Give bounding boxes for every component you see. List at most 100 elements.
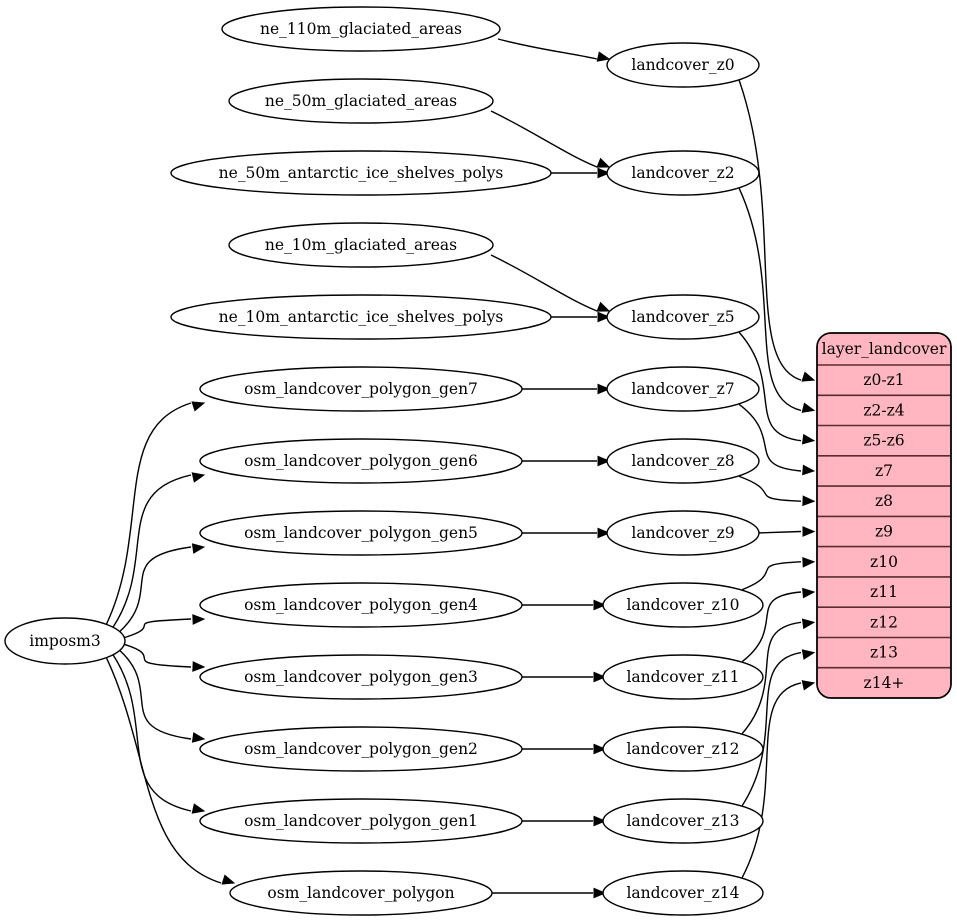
node-label-ne_50m_antarctic_ice_shelves_polys: ne_50m_antarctic_ice_shelves_polys bbox=[219, 164, 504, 182]
node-osm_landcover_polygon_gen5[interactable]: osm_landcover_polygon_gen5 bbox=[199, 510, 523, 556]
node-label-ne_110m_glaciated_areas: ne_110m_glaciated_areas bbox=[260, 20, 462, 38]
edge-landcover_z11-to-record bbox=[741, 591, 802, 663]
edge-ne_10m_glaciated_areas-to-landcover_z5 bbox=[490, 254, 598, 312]
node-shape-osm_landcover_polygon_gen1 bbox=[199, 798, 523, 844]
arrowhead-osm_landcover_polygon_gen6-to-landcover_z8 bbox=[597, 455, 611, 467]
node-ne_10m_antarctic_ice_shelves_polys[interactable]: ne_10m_antarctic_ice_shelves_polys bbox=[170, 294, 552, 340]
node-landcover_z11[interactable]: landcover_z11 bbox=[602, 654, 764, 700]
record-row-label-z11: z11 bbox=[870, 583, 898, 601]
node-landcover_z0[interactable]: landcover_z0 bbox=[606, 42, 760, 88]
node-label-osm_landcover_polygon_gen7: osm_landcover_polygon_gen7 bbox=[244, 380, 478, 398]
node-landcover_z10[interactable]: landcover_z10 bbox=[602, 582, 764, 628]
arrowhead-imposm3-to-osm_landcover_polygon_gen1 bbox=[191, 803, 206, 814]
node-label-osm_landcover_polygon_gen2: osm_landcover_polygon_gen2 bbox=[244, 740, 478, 758]
record-row-label-z14: z14+ bbox=[864, 674, 905, 692]
node-shape-osm_landcover_polygon_gen5 bbox=[199, 510, 523, 556]
arrowhead-imposm3-to-osm_landcover_polygon_gen7 bbox=[191, 401, 206, 412]
node-shape-landcover_z12 bbox=[602, 726, 764, 772]
arrowhead-ne_50m_glaciated_areas-to-landcover_z2 bbox=[596, 157, 611, 168]
edge-ne_110m_glaciated_areas-to-landcover_z0 bbox=[497, 38, 598, 60]
node-landcover_z12[interactable]: landcover_z12 bbox=[602, 726, 764, 772]
arrowhead-imposm3-to-osm_landcover_polygon_gen6 bbox=[191, 472, 206, 483]
node-label-imposm3: imposm3 bbox=[29, 632, 100, 650]
node-landcover_z13[interactable]: landcover_z13 bbox=[602, 798, 764, 844]
edge-landcover_z9-to-record bbox=[756, 530, 802, 534]
edge-imposm3-to-osm_landcover_polygon_gen3 bbox=[124, 643, 192, 668]
node-osm_landcover_polygon[interactable]: osm_landcover_polygon bbox=[229, 870, 493, 916]
node-shape-landcover_z11 bbox=[602, 654, 764, 700]
edge-imposm3-to-osm_landcover_polygon_gen2 bbox=[119, 649, 192, 740]
arrowhead-imposm3-to-osm_landcover_polygon_gen2 bbox=[191, 732, 206, 743]
record-row-label-z9: z9 bbox=[875, 523, 893, 541]
record-row-label-z13: z13 bbox=[870, 644, 898, 662]
arrowhead-landcover_z8-to-record bbox=[802, 495, 816, 507]
node-landcover_z5[interactable]: landcover_z5 bbox=[606, 294, 760, 340]
edge-imposm3-to-osm_landcover_polygon bbox=[105, 657, 222, 884]
node-shape-landcover_z5 bbox=[606, 294, 760, 340]
node-shape-landcover_z2 bbox=[606, 150, 760, 196]
node-label-landcover_z14: landcover_z14 bbox=[626, 884, 739, 902]
node-label-landcover_z12: landcover_z12 bbox=[626, 740, 739, 758]
node-shape-landcover_z9 bbox=[606, 510, 760, 556]
arrowhead-landcover_z2-to-record bbox=[801, 402, 816, 413]
node-osm_landcover_polygon_gen7[interactable]: osm_landcover_polygon_gen7 bbox=[199, 366, 523, 412]
node-ne_10m_glaciated_areas[interactable]: ne_10m_glaciated_areas bbox=[228, 222, 494, 268]
arrowhead-landcover_z13-to-record bbox=[801, 649, 816, 660]
node-label-landcover_z8: landcover_z8 bbox=[631, 452, 734, 470]
record-row-label-z12: z12 bbox=[870, 613, 898, 631]
arrowhead-landcover_z10-to-record bbox=[802, 556, 816, 568]
edge-landcover_z13-to-record bbox=[741, 651, 802, 806]
node-label-landcover_z2: landcover_z2 bbox=[631, 164, 734, 182]
node-ne_50m_antarctic_ice_shelves_polys[interactable]: ne_50m_antarctic_ice_shelves_polys bbox=[170, 150, 552, 196]
node-label-osm_landcover_polygon_gen3: osm_landcover_polygon_gen3 bbox=[244, 668, 478, 686]
node-imposm3[interactable]: imposm3 bbox=[4, 617, 126, 665]
edge-imposm3-to-osm_landcover_polygon_gen6 bbox=[112, 474, 192, 628]
arrowhead-osm_landcover_polygon_gen2-to-landcover_z12 bbox=[593, 743, 607, 755]
node-shape-landcover_z8 bbox=[606, 438, 760, 484]
edge-imposm3-to-osm_landcover_polygon_gen7 bbox=[105, 402, 192, 625]
node-landcover_z9[interactable]: landcover_z9 bbox=[606, 510, 760, 556]
node-landcover_z8[interactable]: landcover_z8 bbox=[606, 438, 760, 484]
node-shape-ne_110m_glaciated_areas bbox=[221, 6, 501, 52]
arrowhead-imposm3-to-osm_landcover_polygon_gen5 bbox=[191, 543, 206, 554]
arrowhead-imposm3-to-osm_landcover_polygon bbox=[221, 874, 236, 885]
node-osm_landcover_polygon_gen4[interactable]: osm_landcover_polygon_gen4 bbox=[199, 582, 523, 628]
edge-imposm3-to-osm_landcover_polygon_gen4 bbox=[124, 618, 192, 639]
node-shape-landcover_z14 bbox=[602, 870, 764, 916]
node-osm_landcover_polygon_gen1[interactable]: osm_landcover_polygon_gen1 bbox=[199, 798, 523, 844]
node-landcover_z14[interactable]: landcover_z14 bbox=[602, 870, 764, 916]
node-osm_landcover_polygon_gen2[interactable]: osm_landcover_polygon_gen2 bbox=[199, 726, 523, 772]
arrowhead-ne_50m_antarctic_ice_shelves_polys-to-landcover_z2 bbox=[597, 167, 611, 179]
record-row-label-z8: z8 bbox=[875, 492, 893, 510]
node-osm_landcover_polygon_gen3[interactable]: osm_landcover_polygon_gen3 bbox=[199, 654, 523, 700]
node-label-osm_landcover_polygon_gen4: osm_landcover_polygon_gen4 bbox=[244, 596, 478, 614]
arrowhead-osm_landcover_polygon_gen7-to-landcover_z7 bbox=[597, 383, 611, 395]
node-label-ne_10m_antarctic_ice_shelves_polys: ne_10m_antarctic_ice_shelves_polys bbox=[219, 308, 504, 326]
edge-landcover_z5-to-record bbox=[738, 331, 802, 442]
edge-landcover_z0-to-record bbox=[738, 80, 802, 381]
arrowhead-landcover_z12-to-record bbox=[801, 618, 816, 630]
node-label-ne_50m_glaciated_areas: ne_50m_glaciated_areas bbox=[265, 92, 457, 110]
node-shape-landcover_z13 bbox=[602, 798, 764, 844]
node-shape-osm_landcover_polygon_gen2 bbox=[199, 726, 523, 772]
edge-imposm3-to-osm_landcover_polygon_gen5 bbox=[119, 546, 192, 633]
record-layer: layer_landcoverz0-z1z2-z4z5-z6z7z8z9z10z… bbox=[816, 332, 952, 699]
arrowhead-landcover_z14-to-record bbox=[801, 680, 816, 691]
node-landcover_z7[interactable]: landcover_z7 bbox=[606, 366, 760, 412]
edge-landcover_z10-to-record bbox=[741, 561, 802, 591]
node-shape-landcover_z0 bbox=[606, 42, 760, 88]
arrowhead-ne_10m_antarctic_ice_shelves_polys-to-landcover_z5 bbox=[597, 311, 611, 323]
node-ne_50m_glaciated_areas[interactable]: ne_50m_glaciated_areas bbox=[228, 78, 494, 124]
record-node-layer-landcover[interactable]: layer_landcoverz0-z1z2-z4z5-z6z7z8z9z10z… bbox=[816, 332, 952, 699]
edge-imposm3-to-osm_landcover_polygon_gen1 bbox=[112, 654, 192, 812]
node-label-landcover_z11: landcover_z11 bbox=[626, 668, 739, 686]
node-ne_110m_glaciated_areas[interactable]: ne_110m_glaciated_areas bbox=[221, 6, 501, 52]
node-landcover_z2[interactable]: landcover_z2 bbox=[606, 150, 760, 196]
node-shape-ne_10m_antarctic_ice_shelves_polys bbox=[170, 294, 552, 340]
node-osm_landcover_polygon_gen6[interactable]: osm_landcover_polygon_gen6 bbox=[199, 438, 523, 484]
record-row-label-z0: z0-z1 bbox=[863, 371, 904, 389]
edge-ne_50m_glaciated_areas-to-landcover_z2 bbox=[490, 110, 598, 168]
node-label-osm_landcover_polygon_gen5: osm_landcover_polygon_gen5 bbox=[244, 524, 478, 542]
node-label-landcover_z0: landcover_z0 bbox=[631, 56, 734, 74]
